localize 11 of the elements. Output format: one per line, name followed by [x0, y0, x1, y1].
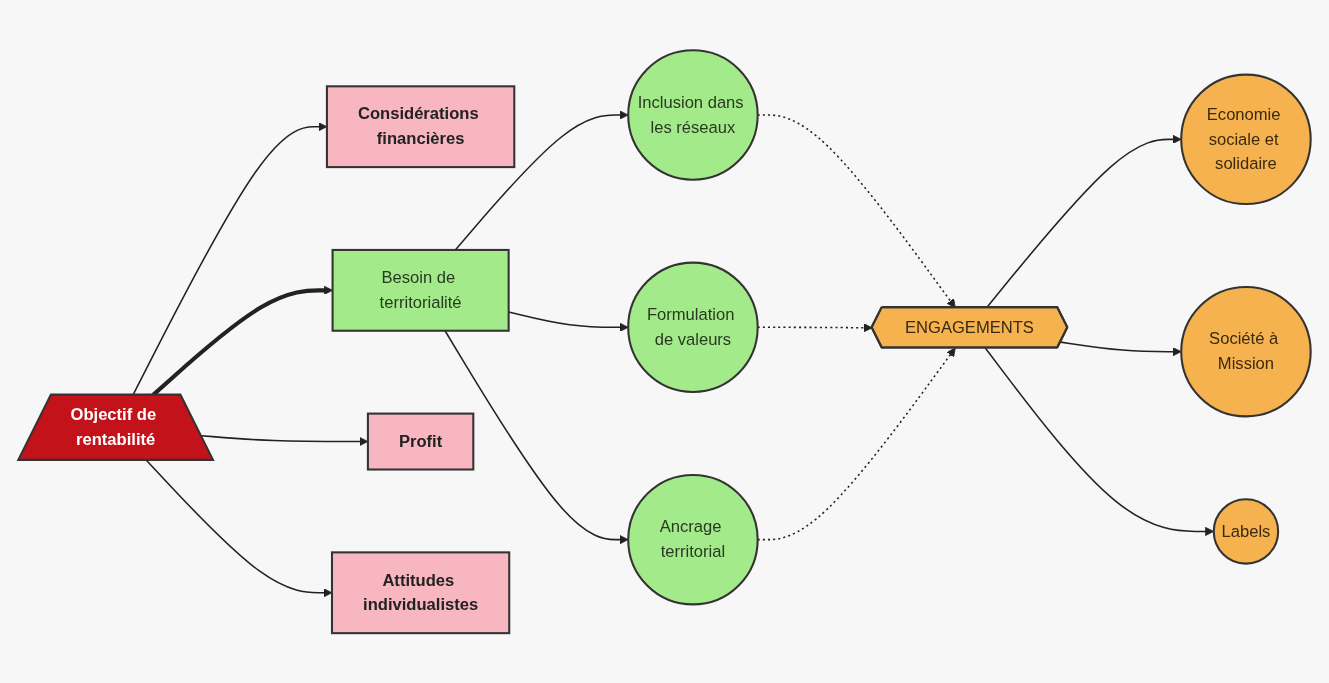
- node-box: Attitudes individualistes: [330, 551, 511, 634]
- node-box: Considérations financières: [325, 85, 516, 168]
- node-circle: Economie sociale et solidaire: [1180, 73, 1312, 205]
- node-box: Profit: [366, 412, 475, 471]
- node-circle: Inclusion dans les réseaux: [627, 49, 759, 181]
- node-circle: Labels: [1212, 498, 1280, 565]
- arrow: [1059, 341, 1182, 356]
- node-circle: Ancrage territorial: [627, 473, 759, 606]
- node-circle: Société à Mission: [1180, 285, 1312, 418]
- node-box: Besoin de territorialité: [331, 248, 510, 332]
- node-circle: Formulation de valeurs: [627, 261, 759, 393]
